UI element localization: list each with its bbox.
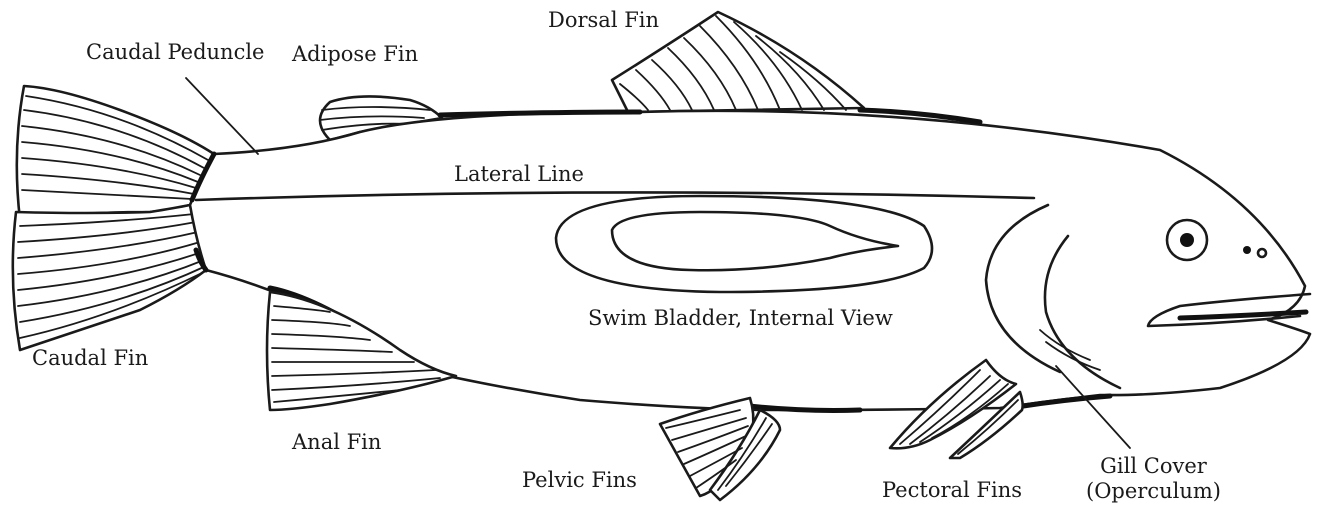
caudal-fin-drawing (13, 86, 214, 350)
label-anal-fin: Anal Fin (292, 430, 381, 455)
label-caudal-peduncle: Caudal Peduncle (86, 40, 264, 65)
label-pelvic-fins: Pelvic Fins (522, 468, 637, 493)
label-gill-cover: Gill Cover (Operculum) (1086, 454, 1221, 504)
pelvic-fins-drawing (660, 398, 780, 500)
label-gill-cover-line2: (Operculum) (1086, 479, 1221, 504)
label-swim-bladder: Swim Bladder, Internal View (588, 306, 893, 331)
label-caudal-fin: Caudal Fin (32, 346, 148, 371)
label-lateral-line: Lateral Line (454, 162, 584, 187)
label-adipose-fin: Adipose Fin (292, 42, 418, 67)
label-dorsal-fin: Dorsal Fin (548, 8, 659, 33)
label-gill-cover-line1: Gill Cover (1086, 454, 1221, 479)
label-pectoral-fins: Pectoral Fins (882, 478, 1022, 503)
